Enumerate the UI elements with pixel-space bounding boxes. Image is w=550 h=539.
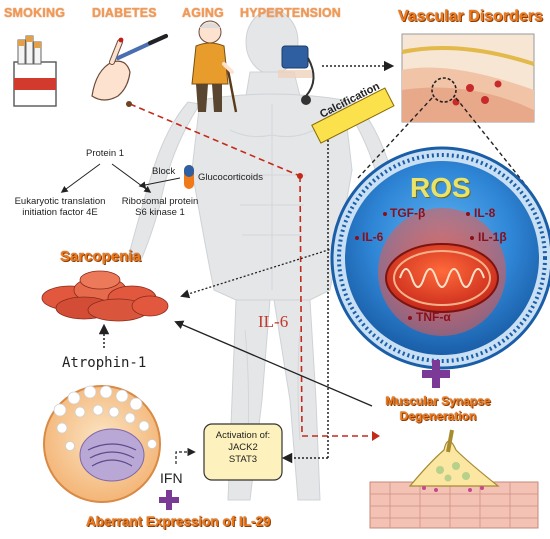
plus-icon-left [159,490,179,510]
muscle-fibers-icon [41,270,169,322]
cytokine-il-1-beta: IL-1β [478,230,507,244]
vascular-disorders-title: Vascular Disorders [398,8,543,25]
activation-line-1: Activation of: [215,430,271,441]
arrow-protein-to-s6k1 [111,163,152,193]
muscular-synapse-line-2: Degeneration [399,409,477,423]
activation-label: Activation of: JACK2 STAT3 [206,430,280,466]
risk-aging: AGING [182,6,224,20]
glucose-test-icon [91,34,168,101]
risk-diabetes: DIABETES [92,6,157,20]
path-arrowhead [372,431,380,441]
glucocorticoid-capsule-icon [184,165,194,189]
mitochondrion-icon [385,243,499,313]
activation-line-2: JACK2 [228,442,258,453]
blood-vessel-icon [401,33,535,123]
eif4e-label: Eukaryotic translation initiation factor… [4,196,116,218]
synapse-icon [369,429,539,529]
cytokine-il-6: IL-6 [362,230,384,244]
muscular-synapse-line-1: Muscular Synapse [385,394,491,408]
blood-pressure-cuff-icon [278,45,315,105]
il6-center-label: IL-6 [258,312,289,331]
cytokine-il-8: IL-8 [474,206,496,220]
protein-1-label: Protein 1 [86,148,125,159]
cytokine-tgf-beta: TGF-β [390,206,426,220]
activation-box [203,423,283,481]
arrow-synapse-to-sarcopenia [174,320,373,407]
zoom-line-right [455,97,529,189]
risk-smoking: SMOKING [4,6,66,20]
ros-title: ROS [410,172,471,203]
risk-hypertension: HYPERTENSION [240,6,342,20]
path-dot-mid [297,173,303,179]
plus-icon-right [422,360,450,388]
arrow-protein-to-eif4e [60,163,101,193]
s6k1-label: Ribosomal protein S6 kinase 1 [118,196,202,218]
sarcopenia-title: Sarcopenia [60,248,141,265]
calcification-banner [311,87,395,144]
s6k1-line-2: S6 kinase 1 [135,207,185,218]
eif4e-line-1: Eukaryotic translation [14,196,106,207]
elderly-person-icon [191,20,238,113]
body-muscle-lines [229,104,315,441]
muscular-synapse-title: Muscular Synapse Degeneration [376,394,500,424]
arrow-ifn-to-activation [175,447,196,464]
block-label: Block [152,166,176,177]
aberrant-expression-title: Aberrant Expression of IL-29 [86,514,271,529]
cytokine-bullets [355,212,474,320]
cytokine-tnf-alpha: TNF-α [416,310,451,324]
glucocorticoids-label: Glucocorticoids [198,172,263,183]
path-dot-top [126,101,132,107]
cigarette-pack-icon [13,35,57,107]
s6k1-line-1: Ribosomal protein [121,196,199,207]
ifn-label: IFN [160,470,183,486]
arrow-block [138,177,181,189]
activation-line-3: STAT3 [228,454,258,465]
atrophin-label: Atrophin-1 [62,355,147,371]
red-dashed-paths [129,103,372,437]
cell-icon [43,385,161,503]
eif4e-line-2: initiation factor 4E [22,207,98,218]
arrow-ros-to-sarcopenia [180,239,361,299]
